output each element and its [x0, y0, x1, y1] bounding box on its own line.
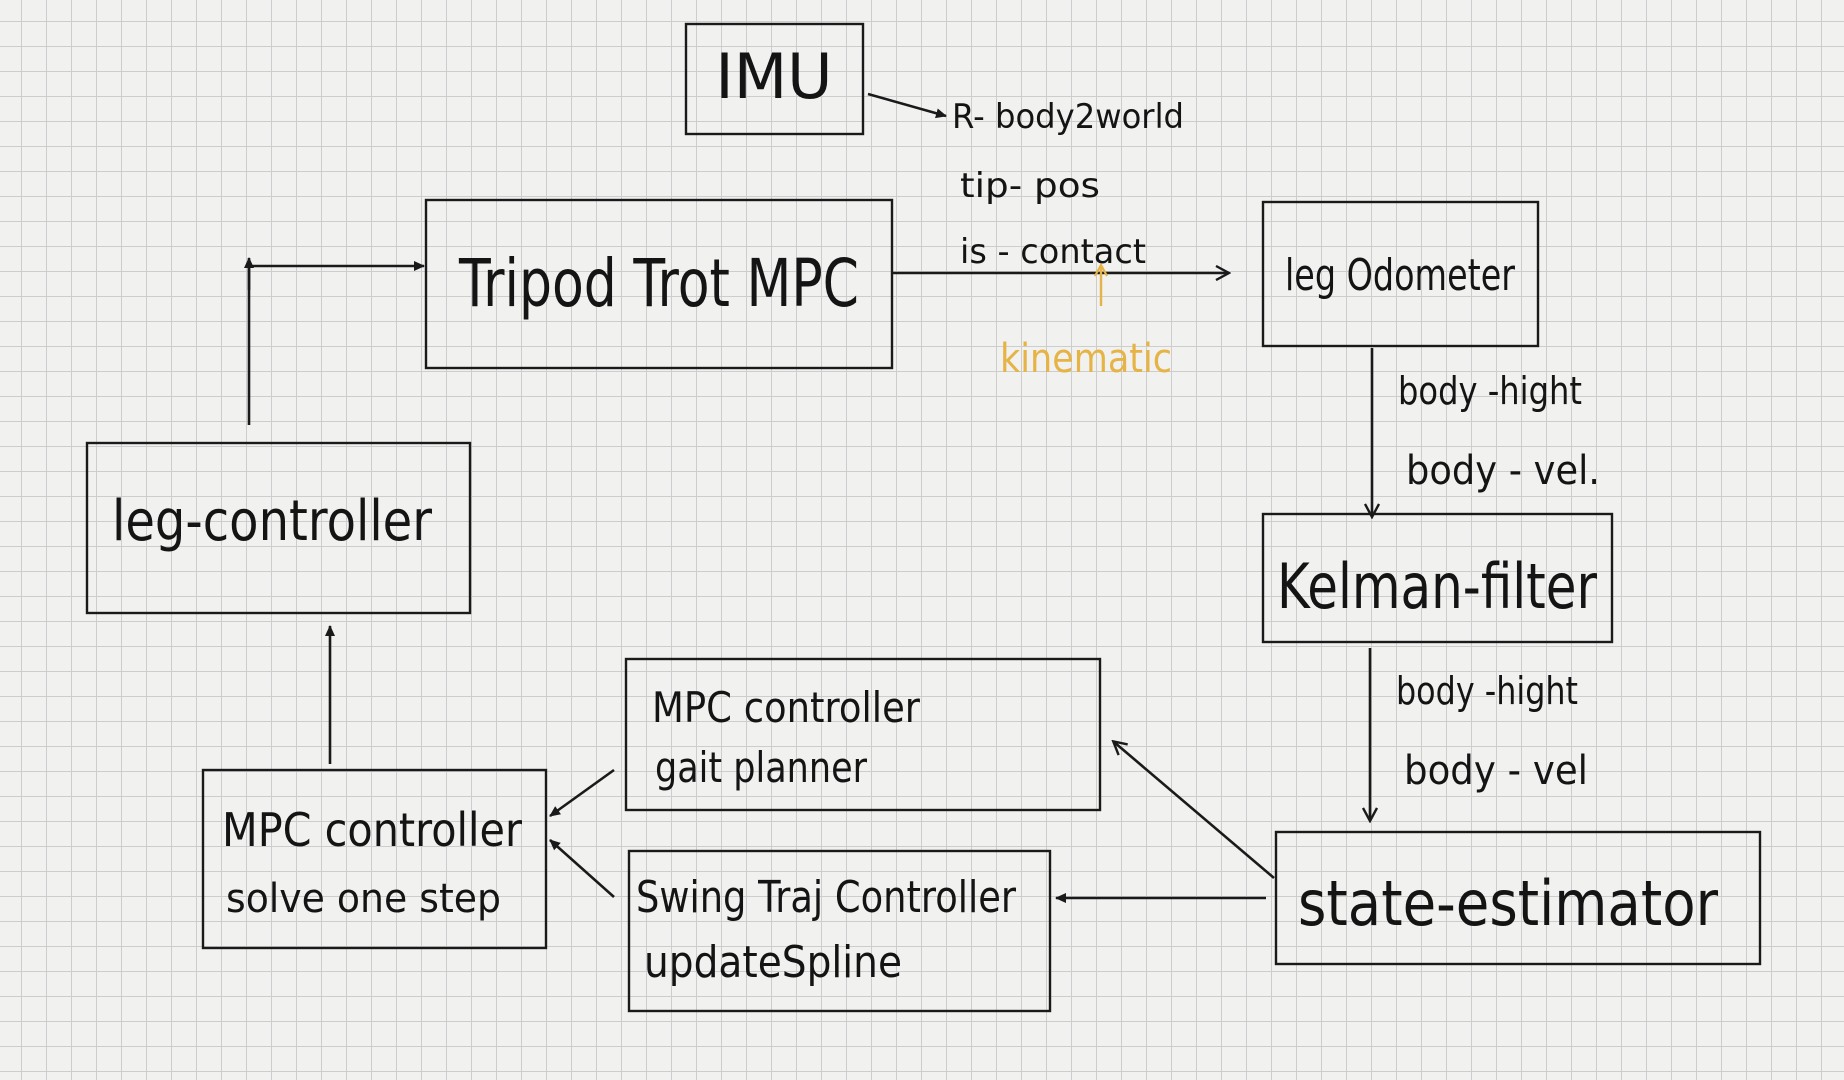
is-contact-label: is - contact	[960, 232, 1146, 272]
arrow-imu-to-rotation	[867, 92, 947, 119]
filter-output-label-2: body - vel	[1404, 748, 1588, 794]
tripod-trot-mpc-box	[424, 198, 894, 370]
imu-output-label: R- body2world	[952, 97, 1184, 137]
leg-controller-label: leg-controller	[112, 489, 433, 554]
swing-traj-controller-node: Swing Traj Controller updateSpline	[627, 849, 1052, 1013]
mpc-gait-planner-line2: gait planner	[655, 743, 868, 792]
imu-node: IMU	[684, 22, 865, 136]
arrow-estimator-to-gait-planner	[1114, 742, 1275, 879]
arrow-leg-controller-to-mpc	[247, 261, 425, 425]
mpc-solve-one-step-line1: MPC controller	[222, 803, 522, 857]
imu-box	[684, 22, 865, 136]
state-estimator-box	[1274, 830, 1762, 966]
swing-traj-controller-box	[627, 849, 1052, 1013]
mpc-gait-planner-node: MPC controller gait planner	[624, 657, 1102, 812]
mpc-solve-one-step-line2: solve one step	[226, 876, 501, 922]
state-estimator-label: state-estimator	[1298, 867, 1718, 940]
odometer-output-label-2: body - vel.	[1406, 448, 1600, 494]
leg-odometer-box	[1261, 200, 1540, 348]
tip-pos-label: tip- pos	[960, 166, 1100, 206]
leg-odometer-label: leg Odometer	[1285, 250, 1516, 301]
odometer-output-label-1: body -hight	[1398, 369, 1582, 413]
leg-odometer-node: leg Odometer	[1261, 200, 1540, 348]
leg-controller-box	[85, 441, 472, 615]
tripod-trot-mpc-label: Tripod Trot MPC	[458, 245, 859, 322]
mpc-gait-planner-line1: MPC controller	[652, 683, 921, 732]
mpc-solve-one-step-node: MPC controller solve one step	[201, 768, 548, 950]
kinematic-label: kinematic	[1000, 336, 1172, 382]
filter-output-label-1: body -hight	[1396, 669, 1578, 713]
leg-controller-node: leg-controller	[85, 441, 472, 615]
kalman-filter-box	[1261, 512, 1614, 644]
kalman-filter-node: Kelman-filter	[1261, 512, 1614, 644]
kalman-filter-label: Kelman-filter	[1277, 550, 1597, 623]
imu-label: IMU	[715, 40, 832, 113]
tripod-trot-mpc-node: Tripod Trot MPC	[424, 198, 894, 370]
arrow-swing-traj-to-solve-step	[549, 839, 615, 898]
mpc-gait-planner-box	[624, 657, 1102, 812]
arrow-gait-planner-to-solve-step	[549, 768, 615, 818]
swing-traj-controller-line1: Swing Traj Controller	[636, 872, 1017, 923]
mpc-solve-one-step-box	[201, 768, 548, 950]
swing-traj-controller-line2: updateSpline	[644, 937, 902, 988]
state-estimator-node: state-estimator	[1274, 830, 1762, 966]
